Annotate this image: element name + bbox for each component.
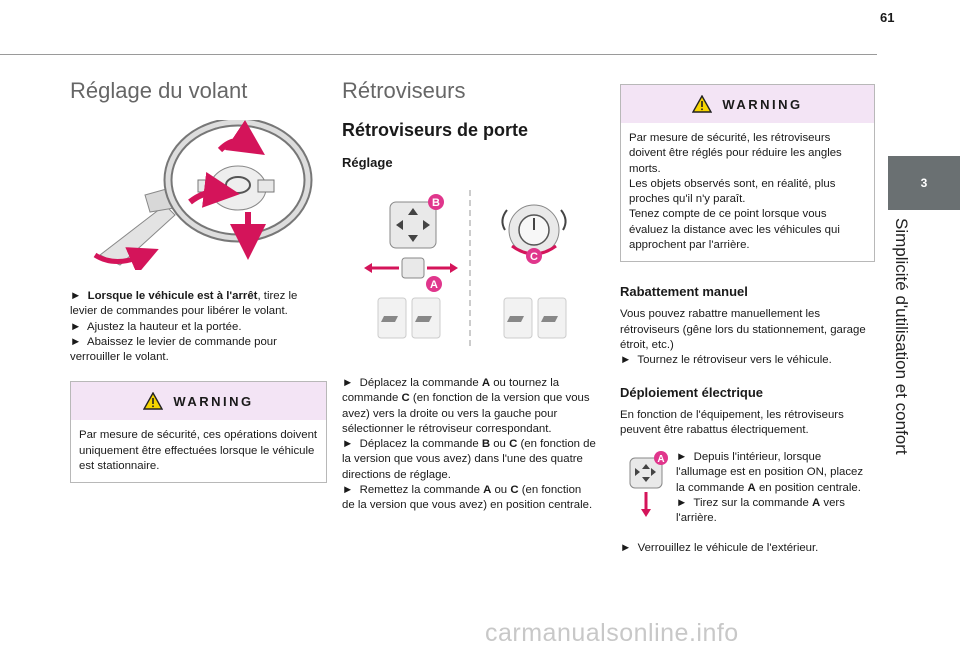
adjust-steps: ► Déplacez la commande A ou tournez la c… [342, 376, 597, 514]
adjust-step-3: ► Remettez la commande A ou C (en foncti… [342, 484, 593, 512]
electric-fold-row: A ► Depuis l'intérieur, lorsque l'alluma… [620, 450, 875, 526]
adjust-step-1: ► Déplacez la commande A ou tournez la c… [342, 377, 590, 435]
page-number: 61 [880, 10, 895, 25]
warning-title: WARNING [722, 96, 803, 112]
electric-fold-heading: Déploiement électrique [620, 384, 764, 400]
warning-text: Par mesure de sécurité, ces opérations d… [79, 429, 318, 473]
electric-fold-step-1: ► Depuis l'intérieur, lorsque l'allumage… [676, 451, 864, 494]
mirrors-section-continued: WARNING Par mesure de sécurité, les rétr… [620, 84, 875, 556]
mirror-warning: WARNING Par mesure de sécurité, les rétr… [620, 84, 875, 263]
manual-fold-text: Vous pouvez rabattre manuellement les ré… [620, 308, 866, 351]
steering-warning: WARNING Par mesure de sécurité, ces opér… [70, 381, 327, 484]
steering-steps: ► Lorsque le véhicule est à l'arrêt, tir… [70, 289, 327, 365]
chapter-number: 3 [920, 176, 928, 190]
warning-icon [692, 95, 713, 113]
warning-text: Par mesure de sécurité, les rétroviseurs… [629, 132, 842, 252]
electric-fold-step-2: ► Tirez sur la commande A vers l'arrière… [676, 497, 845, 525]
electric-fold-final-step: ► Verrouillez le véhicule de l'extérieur… [620, 541, 819, 554]
mirror-controls-illustration: B A C [364, 190, 567, 350]
label-a: A [657, 454, 664, 465]
door-mirrors-subtitle: Rétroviseurs de porte [342, 120, 529, 140]
manual-fold-heading: Rabattement manuel [620, 284, 748, 300]
mirrors-section: Rétroviseurs Rétroviseurs de porte Régla… [342, 78, 597, 514]
warning-title: WARNING [173, 393, 254, 409]
steering-wheel-illustration [93, 117, 313, 275]
electric-fold-text: En fonction de l'équipement, les rétrovi… [620, 408, 844, 436]
adjust-step-2: ► Déplacez la commande B ou C (en foncti… [342, 438, 596, 481]
steering-section: Réglage du volant ► Lorsque le véhicule … [70, 78, 327, 484]
watermark: carmanualsonline.info [485, 619, 739, 647]
electric-fold-steps: ► Depuis l'intérieur, lorsque l'allumage… [676, 450, 875, 526]
label-a: A [430, 279, 438, 291]
steering-step-3: ► Abaissez le levier de commande pour ve… [70, 335, 277, 364]
label-c: C [530, 251, 538, 263]
warning-header: WARNING [71, 382, 326, 421]
fold-control-illustration: A [629, 451, 668, 518]
adjust-heading: Réglage [342, 155, 393, 170]
warning-header: WARNING [621, 85, 874, 123]
warning-icon [143, 392, 164, 411]
label-b: B [432, 197, 440, 209]
steering-step-2: ► Ajustez la hauteur et la portée. [70, 320, 242, 333]
header-rule [0, 54, 877, 55]
chapter-tab [888, 156, 960, 210]
steering-title: Réglage du volant [70, 78, 248, 103]
mirrors-title: Rétroviseurs [342, 78, 466, 103]
manual-fold-step: ► Tournez le rétroviseur vers le véhicul… [620, 354, 832, 367]
chapter-title: Simplicité d'utilisation et confort [892, 218, 911, 455]
steering-step-1: ► Lorsque le véhicule est à l'arrêt, tir… [70, 290, 298, 318]
